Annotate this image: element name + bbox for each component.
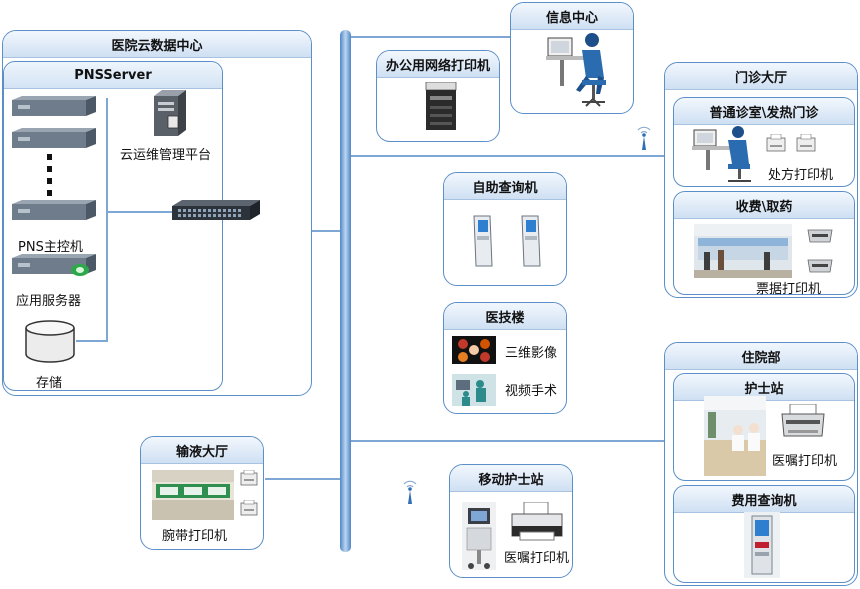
wristband-printer-icon [240, 500, 258, 516]
link-outpatient [351, 155, 665, 157]
wristband-printer-label: 腕带打印机 [162, 529, 228, 544]
dot-matrix-printer-icon [781, 404, 825, 437]
link-inpatient [351, 440, 665, 442]
wristband-printer-icon [240, 470, 258, 486]
nurse-station-photo [704, 396, 766, 476]
server-icon [12, 96, 96, 116]
kiosk-icon [473, 215, 493, 267]
outpatient-hall-title: 门诊大厅 [665, 63, 857, 90]
video-surgery-label: 视频手术 [505, 384, 558, 399]
kiosk-icon [521, 215, 541, 267]
self-service-title: 自助查询机 [444, 173, 566, 200]
fee-query-title: 费用查询机 [674, 486, 854, 513]
office-printer-title: 办公用网络打印机 [377, 51, 499, 78]
info-center-title: 信息中心 [511, 3, 633, 30]
server-to-switch-link [106, 211, 176, 213]
app-server-icon [12, 254, 96, 276]
receipt-printer-icon [807, 229, 833, 243]
storage-icon [25, 320, 75, 363]
nurse-order-printer-label: 医嘱打印机 [772, 454, 838, 469]
storage-label: 存储 [36, 376, 63, 391]
infusion-hall-title: 输液大厅 [141, 437, 263, 464]
doctor-workstation-icon [692, 126, 751, 182]
mobile-order-printer-label: 医嘱打印机 [504, 551, 570, 566]
receipt-printer-icon [807, 259, 833, 273]
prescription-printer-icon [766, 134, 786, 152]
cloud-platform-label: 云运维管理平台 [120, 148, 212, 163]
link-infusion [265, 478, 340, 480]
pc-tower-icon [154, 90, 186, 136]
order-printer-icon [511, 502, 563, 541]
medtech-title: 医技楼 [444, 303, 566, 330]
pns-server-title: PNSServer [4, 62, 222, 89]
video-surgery-thumbnail [452, 374, 496, 406]
storage-link [76, 340, 108, 342]
operator-workstation-icon [546, 33, 606, 107]
3d-imaging-label: 三维影像 [505, 346, 558, 361]
server-icon [12, 128, 96, 148]
prescription-printer-label: 处方打印机 [768, 168, 834, 183]
payment-counter-photo [694, 224, 792, 278]
self-service-panel: 自助查询机 [443, 172, 567, 286]
ellipsis-dots-icon [47, 154, 52, 196]
inpatient-title: 住院部 [665, 343, 857, 370]
wireless-antenna-icon [637, 126, 651, 150]
3d-imaging-thumbnail [452, 336, 496, 364]
main-backbone [340, 30, 351, 552]
infusion-hall-photo [152, 470, 234, 520]
pns-master-server-icon [12, 200, 96, 220]
fee-title: 收费\取药 [674, 192, 854, 219]
mobile-nurse-title: 移动护士站 [450, 465, 572, 492]
clinic-title: 普通诊室\发热门诊 [674, 98, 854, 125]
link-info-center [351, 36, 511, 38]
server-stack-link [106, 98, 108, 342]
clinic-panel: 普通诊室\发热门诊 [673, 97, 855, 187]
receipt-printer-label: 票据打印机 [756, 282, 822, 297]
app-server-label: 应用服务器 [16, 294, 82, 309]
copier-printer-icon [425, 82, 457, 130]
mobile-cart-photo [462, 502, 496, 570]
prescription-printer-icon [796, 134, 816, 152]
pns-master-label: PNS主控机 [18, 240, 83, 255]
fee-query-kiosk-icon [744, 512, 780, 578]
cloud-data-center-title: 医院云数据中心 [3, 31, 311, 58]
network-switch-icon [172, 200, 260, 220]
wireless-antenna-icon [403, 480, 417, 504]
